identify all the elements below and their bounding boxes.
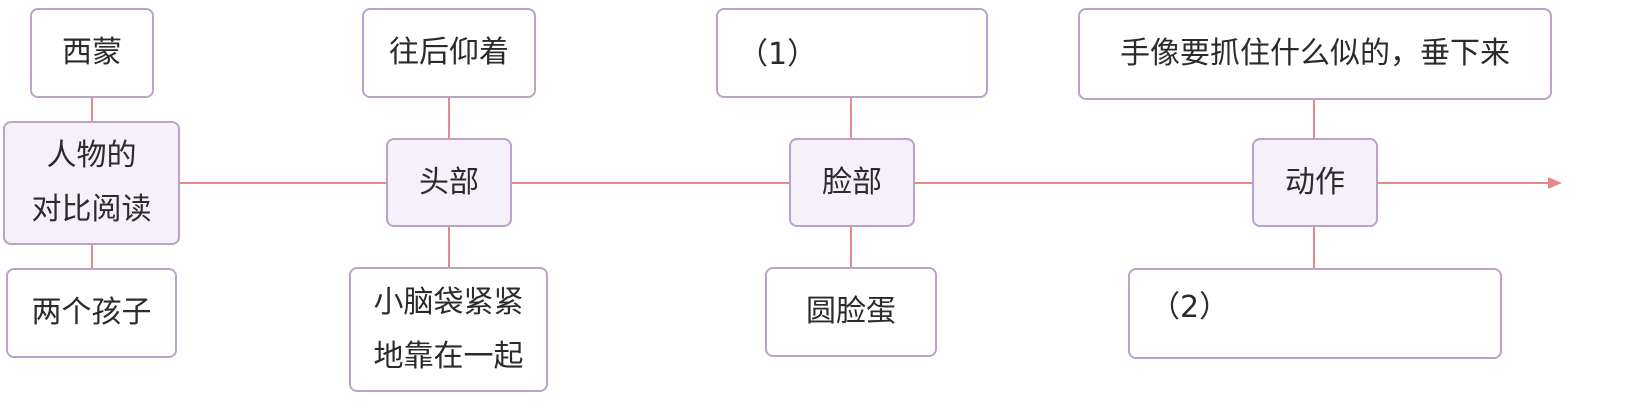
face-top-blank-box: （1） [716,8,988,98]
action-node: 动作 [1252,138,1378,227]
center-bottom-box: 两个孩子 [6,268,177,358]
center-top-box: 西蒙 [30,8,154,98]
face-node: 脸部 [789,138,915,227]
connector-center-top [91,97,93,123]
connector-action-bottom [1313,226,1315,269]
face-bottom-box: 圆脸蛋 [765,267,937,357]
connector-face-top [850,97,852,139]
head-node: 头部 [386,138,512,227]
connector-face-bottom [850,226,852,268]
axis-arrowhead [1548,177,1562,189]
center-node: 人物的 对比阅读 [3,121,180,245]
head-bottom-box: 小脑袋紧紧 地靠在一起 [349,267,548,392]
connector-head-bottom [448,226,450,268]
action-top-box: 手像要抓住什么似的，垂下来 [1078,8,1552,100]
connector-head-top [448,97,450,139]
connector-action-top [1313,99,1315,139]
connector-center-bottom [91,244,93,269]
action-bottom-blank-box: （2） [1128,268,1502,359]
head-top-box: 往后仰着 [362,8,536,98]
